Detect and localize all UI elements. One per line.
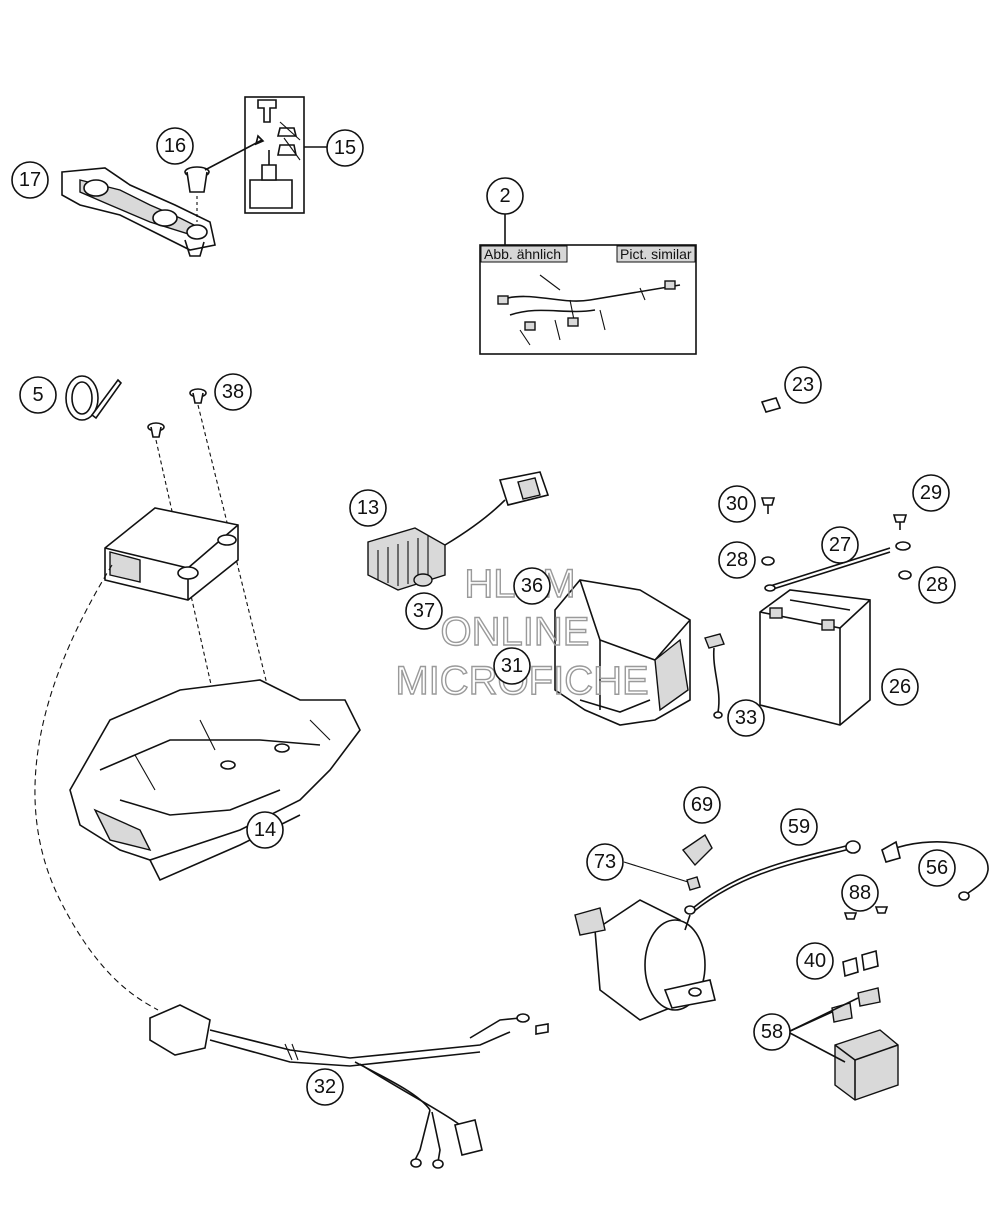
svg-text:23: 23 xyxy=(792,374,814,396)
callout-29: 29 xyxy=(912,474,950,512)
callout-69: 69 xyxy=(683,786,721,824)
inset-label-left: Abb. ähnlich xyxy=(484,246,561,262)
part-33-fuse-holder xyxy=(704,633,725,719)
callout-15: 15 xyxy=(326,129,364,167)
part-32-harness xyxy=(149,1004,549,1169)
callout-30: 30 xyxy=(718,485,756,523)
callout-88: 88 xyxy=(841,874,879,912)
callout-16: 16 xyxy=(156,127,194,165)
svg-text:30: 30 xyxy=(726,493,748,515)
part-14-tray xyxy=(69,679,361,882)
part-59-cable xyxy=(684,840,861,915)
callout-32: 32 xyxy=(306,1068,344,1106)
part-15-inset xyxy=(204,96,329,214)
svg-text:56: 56 xyxy=(926,857,948,879)
callout-5: 5 xyxy=(19,376,57,414)
part-16-bushing xyxy=(184,166,210,222)
part-69-boot xyxy=(681,833,713,867)
part-29-30-screws xyxy=(760,497,908,530)
svg-text:27: 27 xyxy=(829,534,851,556)
svg-text:17: 17 xyxy=(19,169,41,191)
part-73-nut xyxy=(623,861,701,891)
svg-text:33: 33 xyxy=(735,707,757,729)
svg-text:29: 29 xyxy=(920,482,942,504)
svg-text:13: 13 xyxy=(357,497,379,519)
callout-36: 36 xyxy=(513,567,551,605)
svg-text:69: 69 xyxy=(691,794,713,816)
svg-text:37: 37 xyxy=(413,600,435,622)
part-37-nut xyxy=(413,573,433,587)
svg-text:88: 88 xyxy=(849,882,871,904)
svg-text:38: 38 xyxy=(222,381,244,403)
svg-text:32: 32 xyxy=(314,1076,336,1098)
svg-text:5: 5 xyxy=(32,384,43,406)
inset-label-right: Pict. similar xyxy=(620,246,692,262)
svg-text:73: 73 xyxy=(594,851,616,873)
part-23-clip xyxy=(760,397,782,413)
callout-2: 2 xyxy=(486,177,524,215)
callout-38: 38 xyxy=(214,373,252,411)
part-56-cable xyxy=(881,840,989,901)
svg-text:59: 59 xyxy=(788,816,810,838)
part-27-cable xyxy=(764,541,911,592)
svg-text:2: 2 xyxy=(499,185,510,207)
svg-text:40: 40 xyxy=(804,950,826,972)
svg-text:36: 36 xyxy=(521,575,543,597)
callout-31: 31 xyxy=(493,647,531,685)
callout-28-left: 28 xyxy=(718,541,756,579)
part-58-relay xyxy=(787,987,899,1101)
starter-motor xyxy=(574,899,716,1021)
svg-text:28: 28 xyxy=(726,549,748,571)
svg-text:26: 26 xyxy=(889,676,911,698)
callout-56: 56 xyxy=(918,849,956,887)
svg-text:28: 28 xyxy=(926,574,948,596)
callout-14: 14 xyxy=(246,811,284,849)
callout-26: 26 xyxy=(881,668,919,706)
callout-17: 17 xyxy=(11,161,49,199)
svg-text:15: 15 xyxy=(334,137,356,159)
callout-33: 33 xyxy=(727,699,765,737)
svg-text:14: 14 xyxy=(254,819,276,841)
part-2-inset: Abb. ähnlich Pict. similar xyxy=(479,213,697,355)
callout-23: 23 xyxy=(784,366,822,404)
part-17-bracket xyxy=(61,167,216,257)
callout-13: 13 xyxy=(349,489,387,527)
part-31-battery-holder xyxy=(554,579,691,726)
part-40-fuses xyxy=(842,949,879,978)
watermark-line-2: ONLINE xyxy=(441,610,590,654)
svg-text:31: 31 xyxy=(501,655,523,677)
callout-37: 37 xyxy=(405,592,443,630)
svg-text:58: 58 xyxy=(761,1021,783,1043)
part-28-washers xyxy=(761,556,912,580)
callout-40: 40 xyxy=(796,942,834,980)
callout-27: 27 xyxy=(821,526,859,564)
part-26-battery xyxy=(759,589,871,726)
ecu-module xyxy=(34,507,239,1011)
svg-text:16: 16 xyxy=(164,135,186,157)
callout-59: 59 xyxy=(780,808,818,846)
part-88-screws xyxy=(843,906,889,920)
callout-73: 73 xyxy=(586,843,624,881)
callout-58: 58 xyxy=(753,1013,791,1051)
part-5-cable-tie xyxy=(65,375,123,421)
callout-28-right: 28 xyxy=(918,566,956,604)
